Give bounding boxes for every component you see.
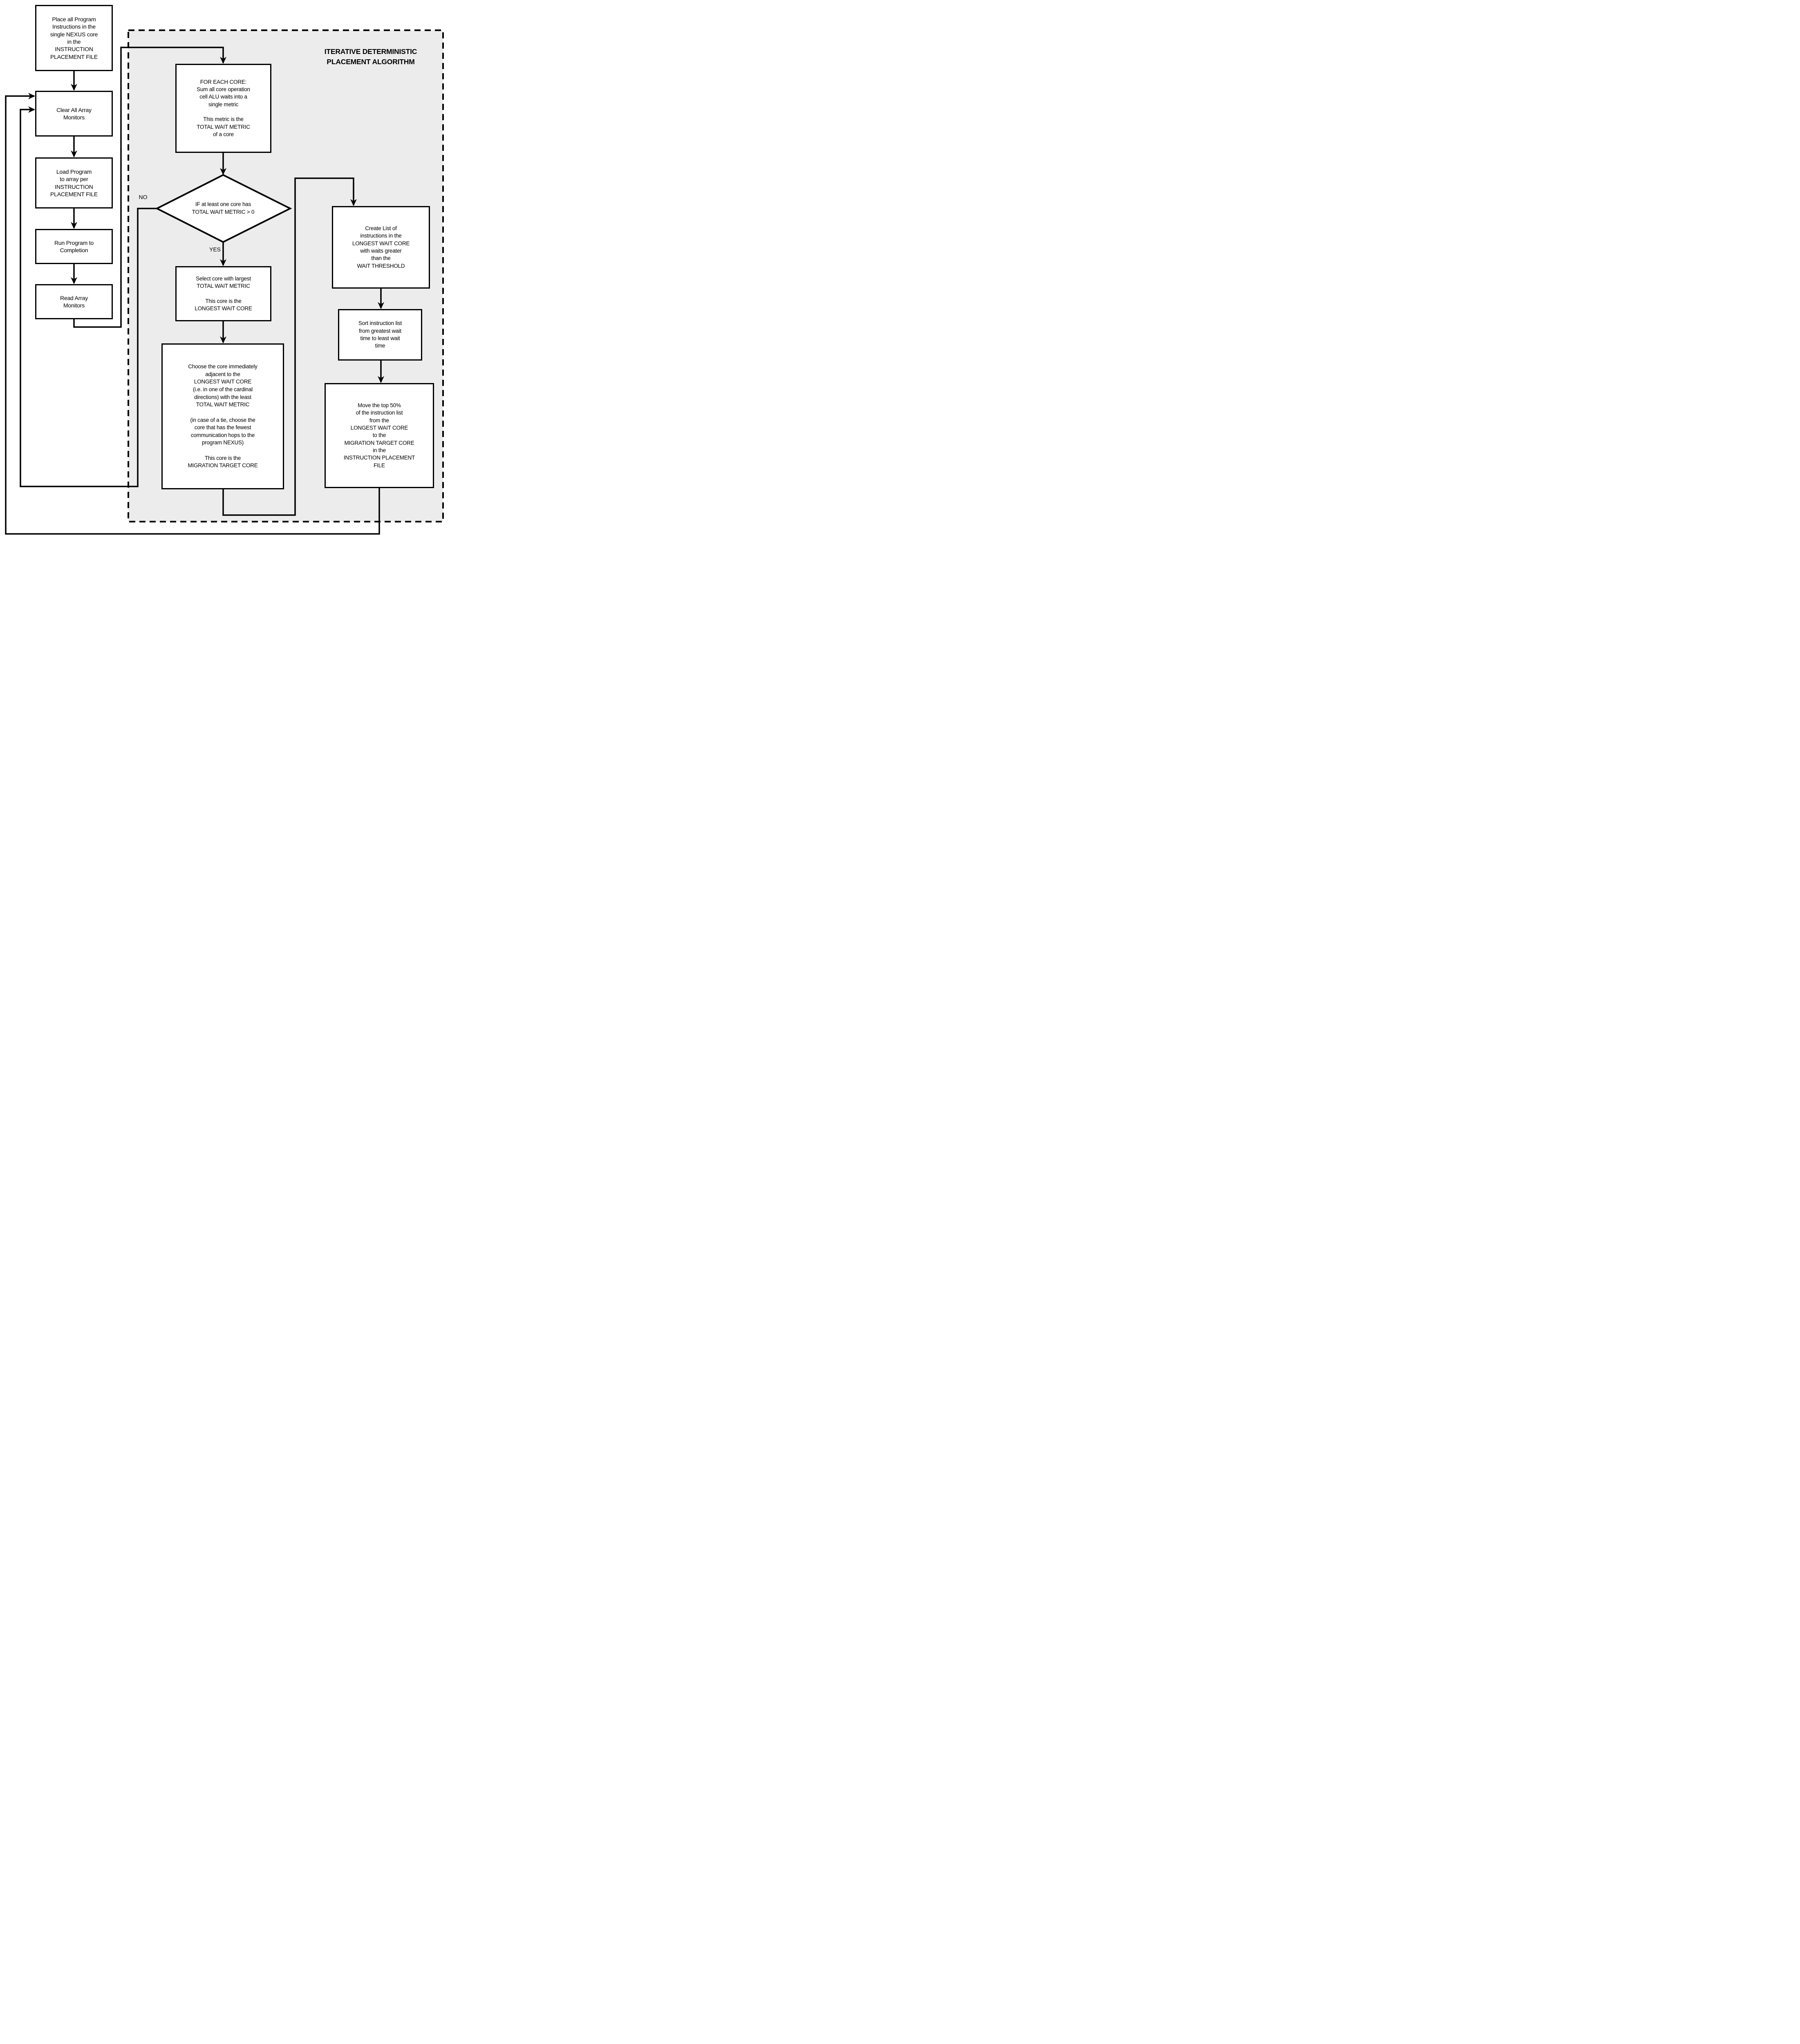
node-move-top-50: Move the top 50% of the instruction list… xyxy=(325,383,434,488)
arrowhead-restart-into-clear xyxy=(28,93,35,99)
node-place-instructions-label: Place all Program Instructions in the si… xyxy=(50,16,98,60)
node-foreach-core: FOR EACH CORE: Sum all core operation ce… xyxy=(175,64,271,153)
node-place-instructions: Place all Program Instructions in the si… xyxy=(35,5,113,71)
node-create-instruction-list: Create List of instructions in the LONGE… xyxy=(332,206,430,289)
connector-decision-no-loop xyxy=(20,109,157,487)
algorithm-title: ITERATIVE DETERMINISTIC PLACEMENT ALGORI… xyxy=(324,47,417,66)
node-read-monitors: Read Array Monitors xyxy=(35,284,113,319)
arrowhead-into-load xyxy=(71,150,77,157)
node-load-program: Load Program to array per INSTRUCTION PL… xyxy=(35,157,113,208)
arrowhead-into-decision xyxy=(220,168,226,175)
node-choose-migration-target-label: Choose the core immediately adjacent to … xyxy=(188,363,258,469)
arrowhead-into-move xyxy=(378,376,384,383)
node-sort-instruction-list: Sort instruction list from greatest wait… xyxy=(338,309,422,361)
node-clear-monitors: Clear All Array Monitors xyxy=(35,91,113,137)
node-run-program-label: Run Program to Completion xyxy=(54,239,94,253)
arrowhead-into-clear-top xyxy=(71,84,77,91)
node-load-program-label: Load Program to array per INSTRUCTION PL… xyxy=(50,168,98,197)
arrowhead-no-into-clear xyxy=(28,106,35,113)
connector-choose-create-loop xyxy=(222,177,354,516)
branch-label-no: NO xyxy=(139,194,148,200)
arrowhead-into-select xyxy=(220,259,226,266)
node-sort-instruction-list-label: Sort instruction list from greatest wait… xyxy=(358,320,402,349)
branch-label-yes: YES xyxy=(209,246,221,253)
node-read-monitors-label: Read Array Monitors xyxy=(60,294,88,309)
connector-move-restart-loop xyxy=(5,95,380,535)
decision-label: IF at least one core has TOTAL WAIT METR… xyxy=(192,201,255,215)
node-choose-migration-target: Choose the core immediately adjacent to … xyxy=(161,343,284,489)
decision-diamond xyxy=(155,174,292,243)
node-clear-monitors-label: Clear All Array Monitors xyxy=(56,106,92,121)
arrowhead-into-sort xyxy=(378,302,384,309)
node-select-longest-wait-core: Select core with largest TOTAL WAIT METR… xyxy=(175,266,271,321)
node-run-program: Run Program to Completion xyxy=(35,229,113,264)
arrowhead-into-create xyxy=(350,199,357,206)
flowchart-canvas: ITERATIVE DETERMINISTIC PLACEMENT ALGORI… xyxy=(0,0,450,536)
arrowhead-into-choose xyxy=(220,336,226,343)
node-create-instruction-list-label: Create List of instructions in the LONGE… xyxy=(352,225,410,269)
connector-read-foreach xyxy=(73,47,224,328)
node-move-top-50-label: Move the top 50% of the instruction list… xyxy=(343,402,415,468)
arrowhead-into-run xyxy=(71,222,77,229)
arrowhead-into-foreach xyxy=(220,57,226,64)
node-select-longest-wait-core-label: Select core with largest TOTAL WAIT METR… xyxy=(195,275,252,312)
node-foreach-core-label: FOR EACH CORE: Sum all core operation ce… xyxy=(197,78,250,138)
arrowhead-into-read xyxy=(71,277,77,284)
